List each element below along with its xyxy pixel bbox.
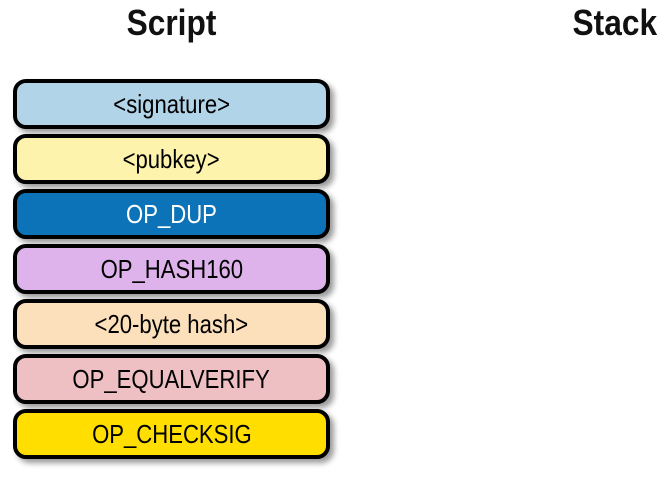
script-item-label: OP_EQUALVERIFY: [72, 363, 271, 394]
script-column-title: Script: [126, 2, 217, 43]
stack-column-title: Stack: [572, 2, 657, 43]
script-item-label: <20-byte hash>: [94, 308, 249, 339]
script-item-label: <signature>: [113, 88, 230, 119]
script-item-op-checksig: OP_CHECKSIG: [13, 409, 330, 459]
script-item-label: OP_DUP: [126, 198, 217, 229]
script-item-signature: <signature>: [13, 79, 330, 129]
script-item-pubkey: <pubkey>: [13, 134, 330, 184]
script-item-op-hash160: OP_HASH160: [13, 244, 330, 294]
script-item-label: OP_CHECKSIG: [91, 418, 252, 449]
script-column: <signature> <pubkey> OP_DUP OP_HASH160 <…: [13, 79, 330, 459]
script-item-label: OP_HASH160: [100, 253, 243, 284]
script-item-op-equalverify: OP_EQUALVERIFY: [13, 354, 330, 404]
script-item-20-byte-hash: <20-byte hash>: [13, 299, 330, 349]
stack-column-empty: [340, 79, 657, 459]
script-item-label: <pubkey>: [122, 143, 221, 174]
script-item-op-dup: OP_DUP: [13, 189, 330, 239]
